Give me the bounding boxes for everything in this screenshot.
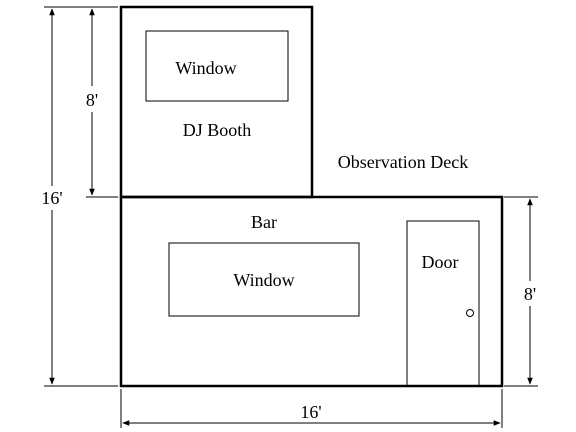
left-total-label: 16' — [41, 188, 62, 208]
right-lower-label: 8' — [524, 284, 536, 304]
left-upper-dimension: 8' — [86, 8, 118, 198]
dj-booth-room — [119, 5, 314, 199]
dj-booth-label: DJ Booth — [183, 120, 252, 140]
top-window — [145, 30, 289, 102]
top-window-label: Window — [175, 58, 236, 78]
door-knob — [466, 309, 474, 317]
observation-deck-label: Observation Deck — [338, 152, 468, 172]
bar-label: Bar — [251, 212, 277, 232]
bottom-total-dimension: 16' — [120, 389, 503, 428]
bottom-window-label: Window — [233, 270, 294, 290]
bar-room — [119, 195, 504, 388]
bottom-total-label: 16' — [300, 402, 321, 422]
door — [406, 220, 480, 387]
bottom-window — [168, 242, 360, 317]
door-label: Door — [422, 252, 459, 272]
right-lower-dimension: 8' — [504, 196, 538, 387]
left-total-dimension: 16' — [41, 6, 118, 387]
left-upper-label: 8' — [86, 90, 98, 110]
